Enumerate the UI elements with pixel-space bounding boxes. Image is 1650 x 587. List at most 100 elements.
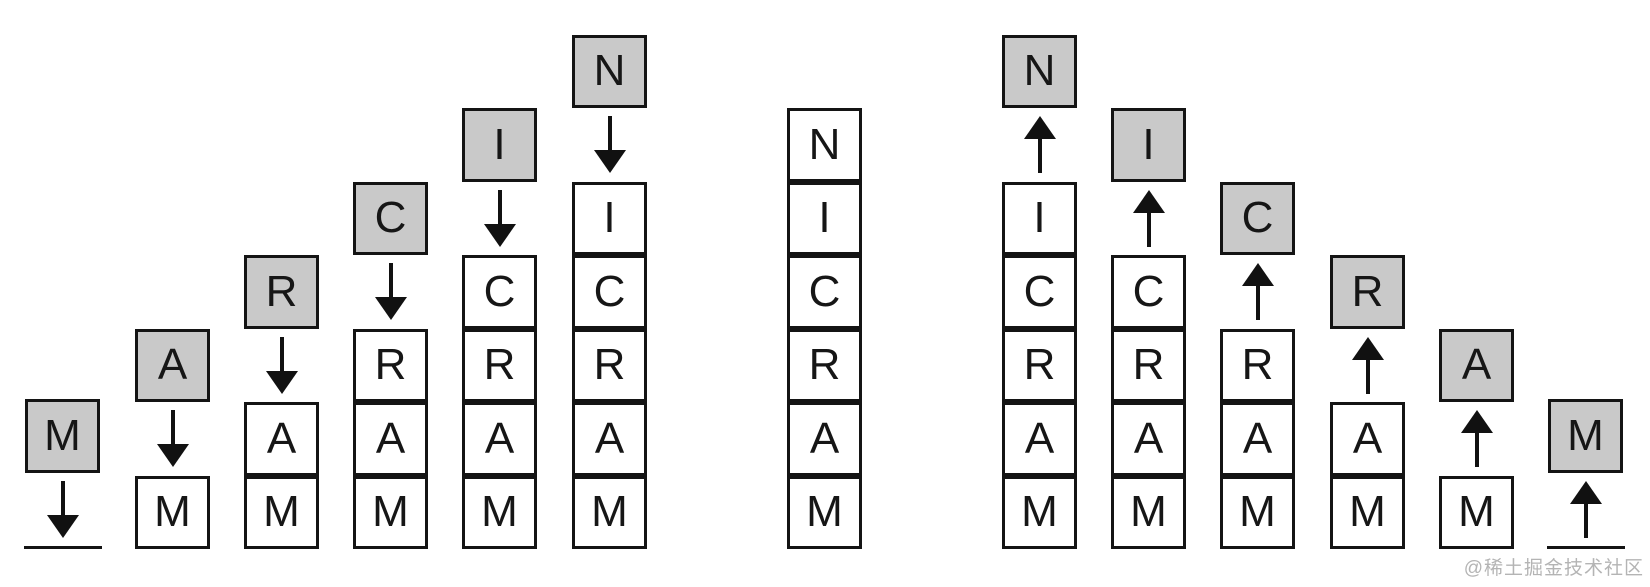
moved-letter-box: N: [572, 34, 647, 108]
moved-letter-box: A: [135, 328, 210, 402]
stack-cell: R: [1002, 328, 1077, 402]
up-arrow-icon: [1023, 116, 1056, 174]
arrow-head: [374, 297, 407, 321]
arrow-stem: [1037, 139, 1042, 174]
stack-cell: C: [1111, 255, 1186, 329]
arrow-stem: [1365, 359, 1370, 394]
pop-arrow-row: [1548, 473, 1623, 547]
moved-letter-box: R: [1330, 255, 1405, 329]
arrow-stem: [1474, 433, 1479, 468]
stack-cell: I: [787, 181, 862, 255]
stack-cell: M: [1111, 475, 1186, 549]
arrow-head: [1241, 263, 1274, 287]
stack-cell: M: [787, 475, 862, 549]
stack-cell: C: [462, 255, 537, 329]
stack-cell: C: [572, 255, 647, 329]
push-column-push-1: M: [23, 399, 102, 549]
arrow-stem: [1146, 212, 1151, 247]
stack-cell: M: [1220, 475, 1295, 549]
stack-cell: A: [787, 402, 862, 476]
down-arrow-icon: [156, 410, 189, 468]
arrow-head: [1132, 189, 1165, 213]
pop-arrow-row: [1439, 402, 1514, 476]
up-arrow-icon: [1241, 263, 1274, 321]
arrow-head: [1569, 480, 1602, 504]
arrow-stem: [279, 336, 284, 371]
stack-cell: M: [462, 475, 537, 549]
stack-cell: I: [1002, 181, 1077, 255]
pop-arrow-row: [1330, 329, 1405, 403]
arrow-head: [1023, 116, 1056, 140]
push-arrow-row: [135, 402, 210, 476]
down-arrow-icon: [265, 336, 298, 394]
stack-cell: R: [1220, 328, 1295, 402]
pop-arrow-row: [1220, 255, 1295, 329]
stack-cell: M: [244, 475, 319, 549]
stack-cell: M: [135, 475, 210, 549]
up-arrow-icon: [1132, 189, 1165, 247]
push-arrow-row: [462, 182, 537, 256]
stack-cell: C: [1002, 255, 1077, 329]
pop-arrow-row: [1002, 108, 1077, 182]
moved-letter-box: A: [1439, 328, 1514, 402]
moved-letter-box: I: [462, 108, 537, 182]
arrow-head: [1351, 336, 1384, 360]
push-arrow-row: [244, 329, 319, 403]
stack-cell: M: [1439, 475, 1514, 549]
stack-cell: N: [787, 108, 862, 182]
empty-stack-baseline: [23, 546, 102, 549]
up-arrow-icon: [1351, 336, 1384, 394]
up-arrow-icon: [1569, 480, 1602, 538]
moved-letter-box: M: [25, 399, 100, 473]
arrow-stem: [60, 480, 65, 515]
stack-cell: I: [572, 181, 647, 255]
arrow-head: [46, 514, 79, 538]
stack-cell: A: [353, 402, 428, 476]
stack-cell: M: [353, 475, 428, 549]
pop-column-pop-6: M: [1546, 399, 1625, 549]
stack-cell: R: [1111, 328, 1186, 402]
down-arrow-icon: [593, 116, 626, 174]
push-arrow-row: [572, 108, 647, 182]
stack-cell: R: [787, 328, 862, 402]
stack-cell: A: [1002, 402, 1077, 476]
arrow-stem: [1583, 503, 1588, 538]
stack-cell: A: [462, 402, 537, 476]
arrow-stem: [1255, 286, 1260, 321]
arrow-stem: [607, 116, 612, 151]
stack-cell: R: [572, 328, 647, 402]
pop-arrow-row: [1111, 182, 1186, 256]
stack-cell: R: [462, 328, 537, 402]
arrow-stem: [388, 263, 393, 298]
moved-letter-box: N: [1002, 34, 1077, 108]
up-arrow-icon: [1460, 410, 1493, 468]
moved-letter-box: I: [1111, 108, 1186, 182]
empty-stack-baseline: [1546, 546, 1625, 549]
stack-cell: A: [1111, 402, 1186, 476]
stack-cell: A: [1220, 402, 1295, 476]
arrow-stem: [497, 189, 502, 224]
stack-cell: C: [787, 255, 862, 329]
stack-cell: A: [572, 402, 647, 476]
push-arrow-row: [353, 255, 428, 329]
arrow-head: [483, 223, 516, 247]
moved-letter-box: C: [353, 181, 428, 255]
stack-cell: M: [1002, 475, 1077, 549]
stack-cell: M: [1330, 475, 1405, 549]
arrow-stem: [170, 410, 175, 445]
arrow-head: [156, 444, 189, 468]
stack-cell: M: [572, 475, 647, 549]
stack-cell: A: [1330, 402, 1405, 476]
moved-letter-box: C: [1220, 181, 1295, 255]
moved-letter-box: M: [1548, 399, 1623, 473]
arrow-head: [1460, 410, 1493, 434]
